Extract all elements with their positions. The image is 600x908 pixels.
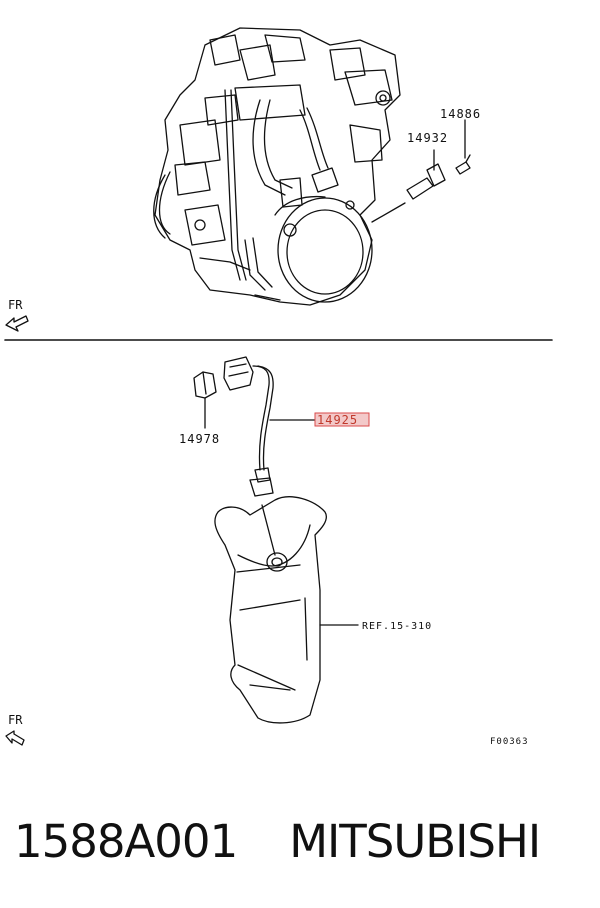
highlight-box — [314, 412, 370, 427]
bolt-14886 — [455, 119, 471, 175]
engine-assembly — [153, 27, 406, 306]
label-ref: REF.15-310 — [362, 621, 432, 632]
label-fr-top: FR — [8, 298, 23, 312]
part-number: 1588A001 — [14, 814, 238, 868]
fr-arrow-bottom-icon — [5, 730, 25, 746]
label-14978: 14978 — [179, 432, 220, 446]
parts-diagram: 14886 14932 FR 14925 14978 REF.15-310 FR… — [4, 27, 553, 747]
label-fr-bottom: FR — [8, 713, 23, 727]
sensor-14932 — [406, 149, 446, 200]
fr-arrow-top-icon — [5, 315, 29, 332]
figure-code: F00363 — [490, 737, 529, 747]
catalytic-converter — [214, 496, 359, 724]
oxygen-sensor-14925 — [223, 356, 316, 497]
product-caption: 1588A001 MITSUBISHI — [0, 806, 600, 876]
label-14886: 14886 — [440, 107, 481, 121]
clip-14978 — [193, 371, 217, 429]
label-14925[interactable]: 14925 — [317, 413, 358, 427]
brand-name: MITSUBISHI — [289, 814, 541, 868]
label-14932: 14932 — [407, 131, 448, 145]
